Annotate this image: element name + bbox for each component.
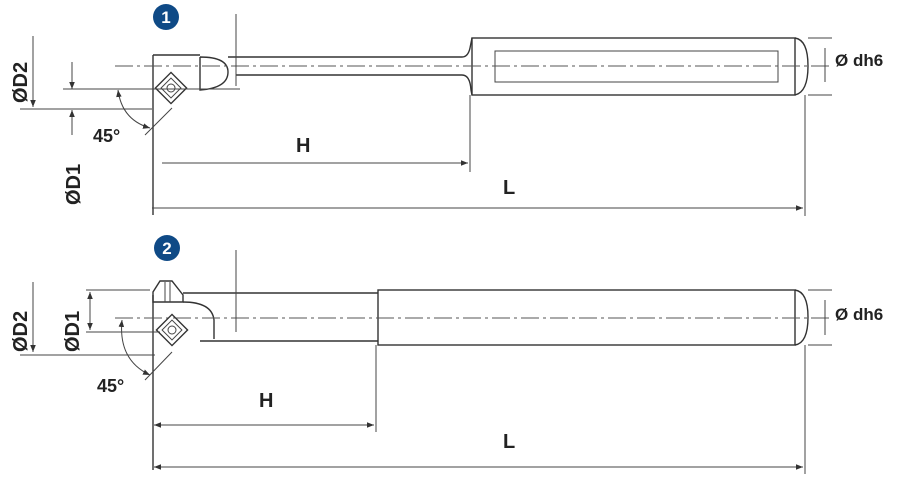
badge-2: 2 [154,235,180,261]
tool-outline [115,280,830,470]
angle-label: 45° [97,376,124,396]
d2-label: ØD2 [10,311,32,352]
figure-2: 2 [10,235,883,474]
l-label: L [503,431,515,453]
tool-outline [115,37,830,215]
h-label: H [296,135,310,157]
l-label: L [503,177,515,199]
insert-icon [154,71,188,105]
badge-1: 1 [153,4,179,30]
shank-diameter-label: Ø dh6 [835,51,883,70]
angle-label: 45° [93,126,120,146]
d1-label: ØD1 [62,311,84,352]
h-label: H [259,390,273,412]
d2-label: ØD2 [10,62,32,103]
figure-1: 1 [10,4,883,216]
shank-diameter-label: Ø dh6 [835,305,883,324]
badge-number: 1 [161,8,170,27]
dimension-lines [20,14,832,216]
insert-icon [155,313,189,347]
badge-number: 2 [162,239,171,258]
d1-label: ØD1 [63,164,85,205]
dimension-lines [20,250,832,474]
